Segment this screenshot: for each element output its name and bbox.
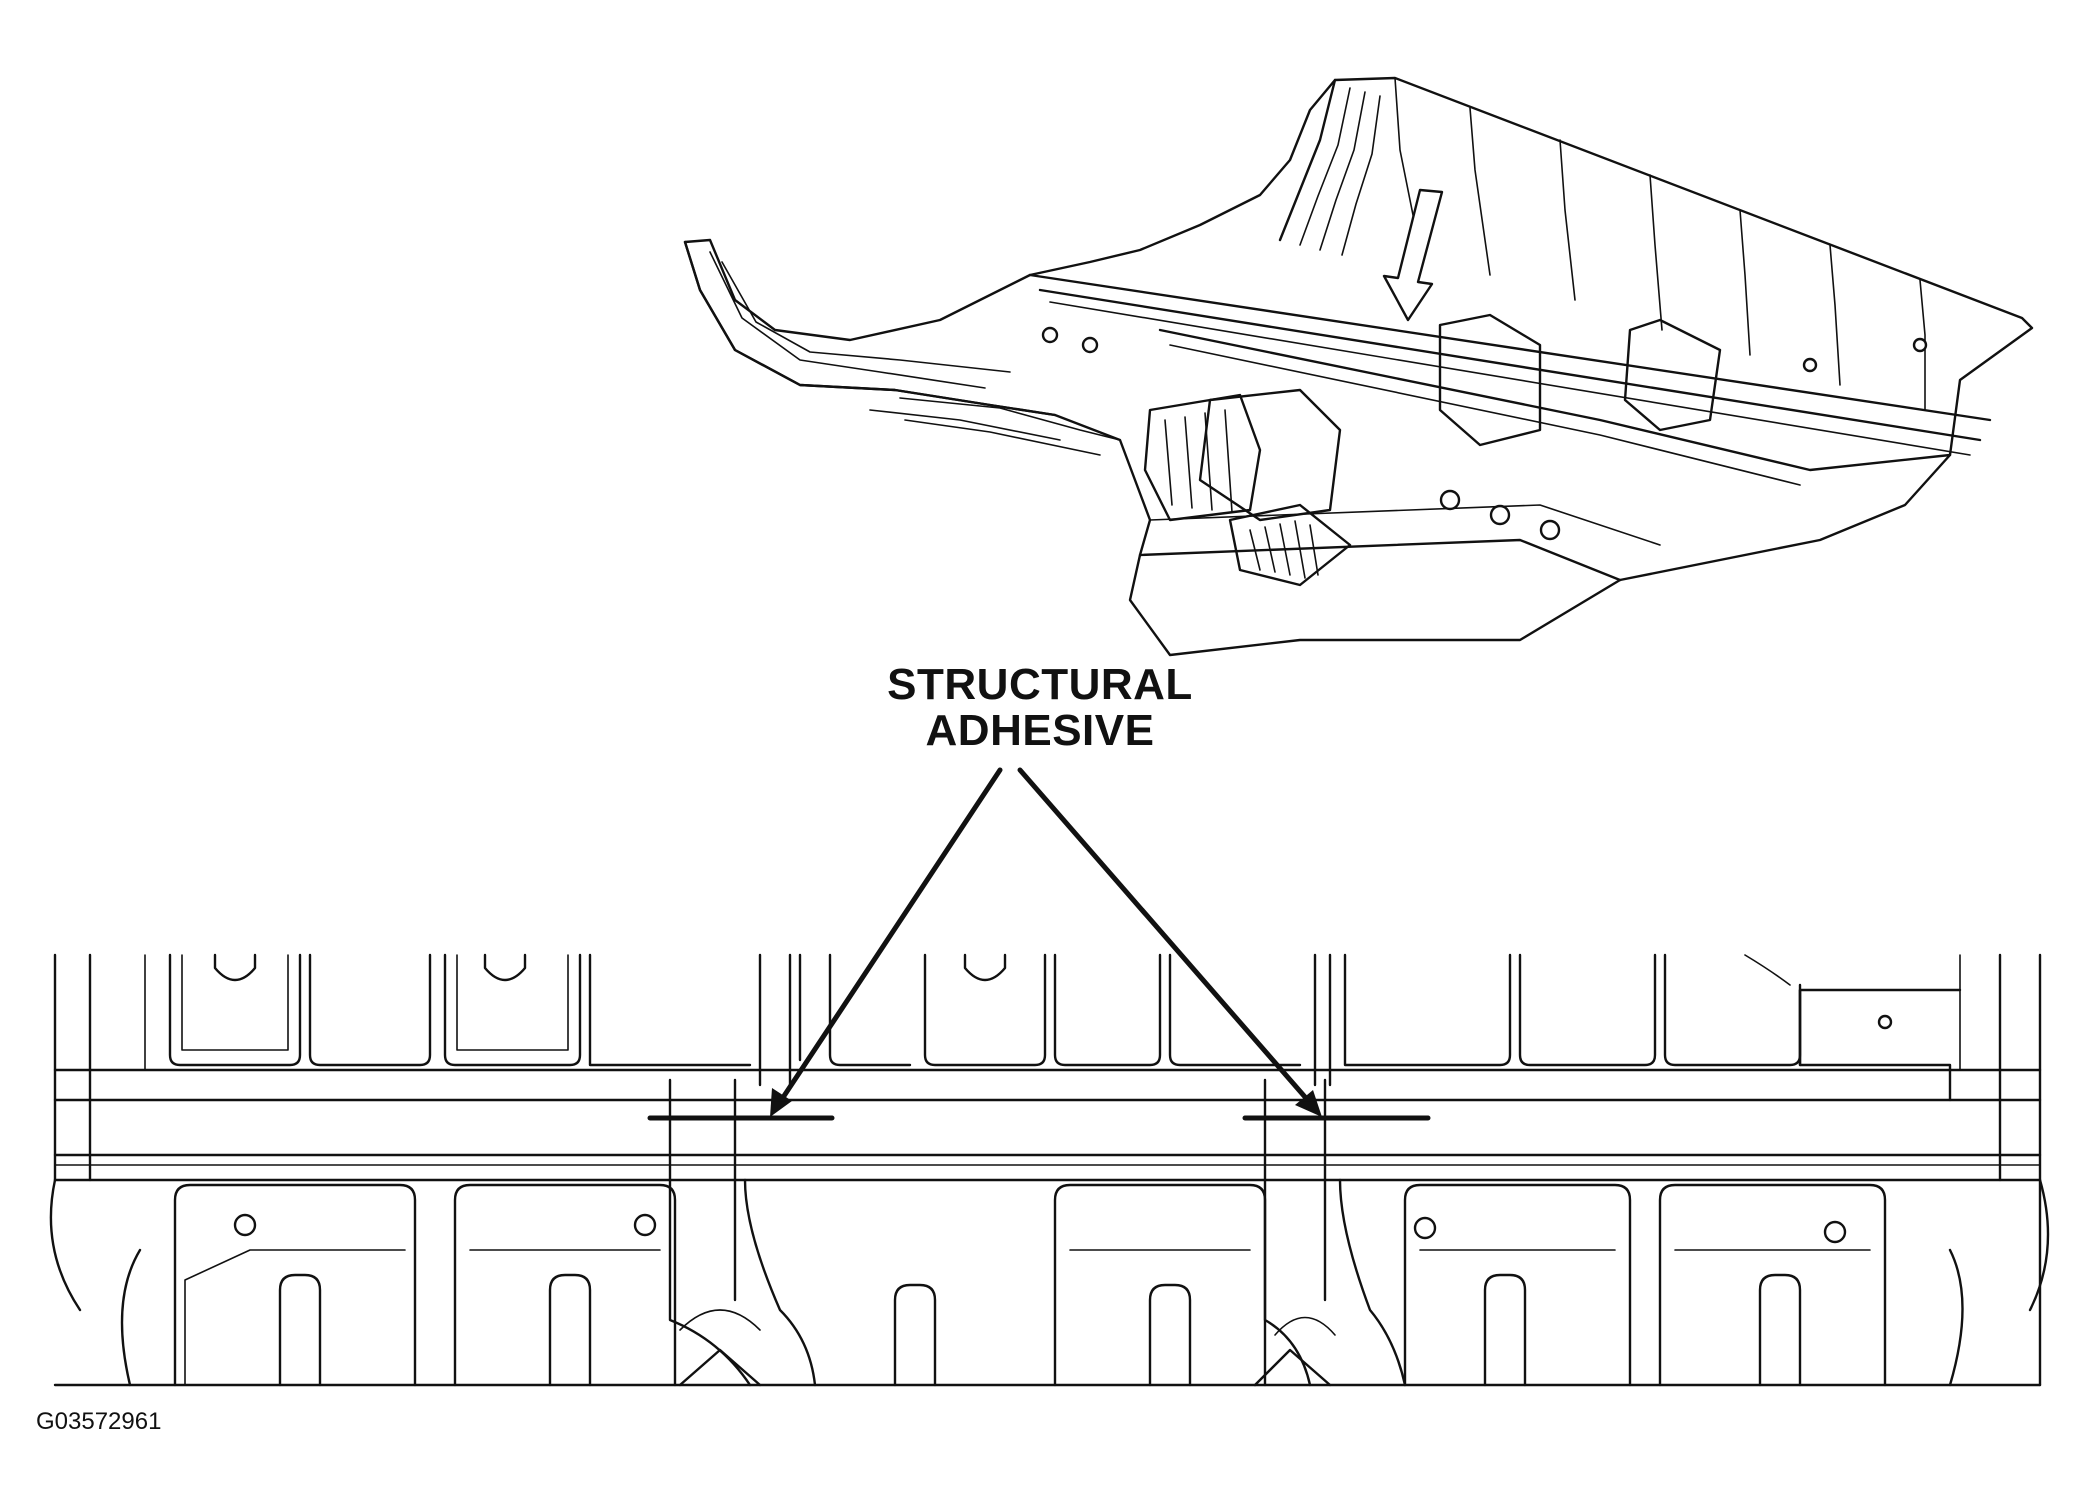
isometric-floor-pan [683, 76, 2034, 657]
arrowhead-left [770, 1088, 792, 1117]
floor-plan-view [49, 953, 2050, 1387]
figure-code: G03572961 [36, 1408, 162, 1435]
callout-line-1: STRUCTURAL [887, 660, 1193, 709]
structural-adhesive-label: STRUCTURAL ADHESIVE [760, 662, 1320, 754]
callout-line-2: ADHESIVE [925, 706, 1155, 755]
arrowhead-right [1295, 1090, 1322, 1117]
callout-arrows [770, 767, 1322, 1117]
